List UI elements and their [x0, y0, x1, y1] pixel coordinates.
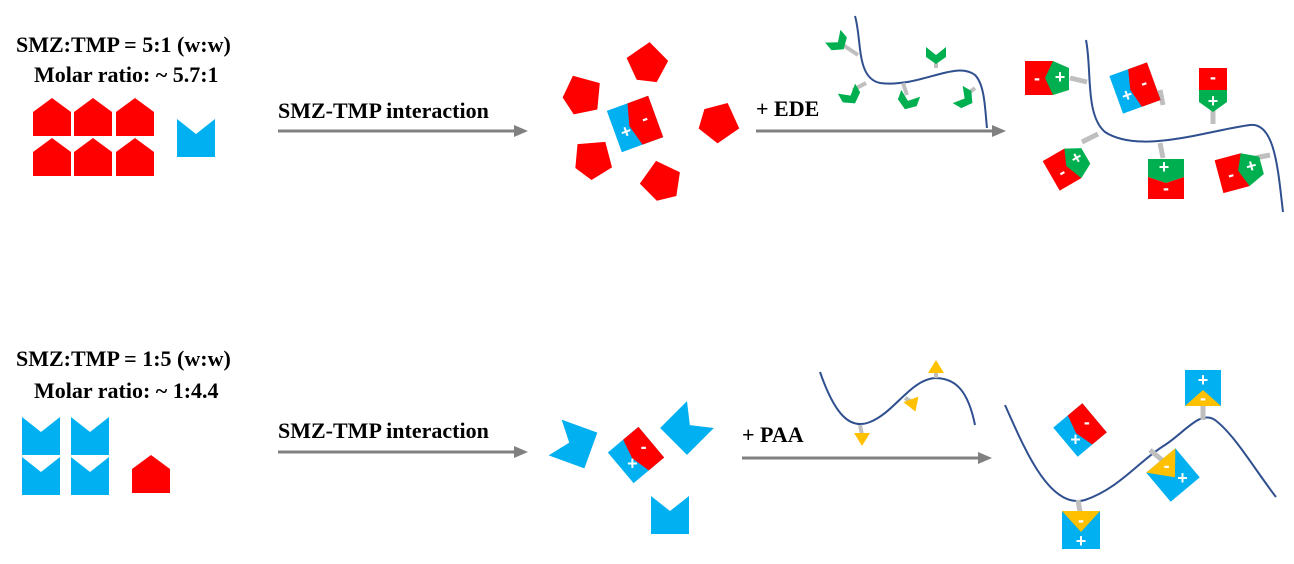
tmp-molecule — [22, 457, 60, 495]
smz-molecule — [695, 101, 742, 147]
plus-sign: + — [1177, 468, 1188, 488]
plus-sign: + — [1076, 531, 1087, 551]
minus-sign: - — [1034, 68, 1040, 88]
smz-ede-complex: - + — [1214, 153, 1264, 194]
tmp-molecule — [71, 417, 109, 455]
tmp-molecule — [548, 419, 598, 469]
bottom-ratio-ww: SMZ:TMP = 1:5 (w:w) — [16, 346, 231, 371]
arrow-head — [514, 125, 528, 137]
ede-polymer-chain — [1085, 39, 1284, 213]
smz-molecule — [33, 98, 71, 136]
tmp-molecule — [71, 457, 109, 495]
top-ratio-ww: SMZ:TMP = 5:1 (w:w) — [16, 32, 231, 57]
bottom-molar-ratio: Molar ratio: ~ 1:4.4 — [34, 378, 219, 403]
bottom-interaction-label: SMZ-TMP interaction — [278, 418, 489, 443]
minus-sign: - — [1163, 178, 1169, 198]
smz-ede-complex: - + — [1025, 61, 1069, 95]
smz-molecule — [33, 138, 71, 176]
minus-sign: - — [641, 437, 647, 457]
smz-tmp-complex: + - — [1109, 62, 1161, 114]
smz-tmp-complex: + - — [607, 426, 665, 484]
plus-sign: + — [1159, 157, 1170, 177]
arrow-head — [514, 446, 528, 458]
plus-sign: + — [1208, 91, 1219, 111]
plus-sign: + — [1070, 429, 1081, 449]
smz-ede-complex: + - — [1148, 157, 1184, 199]
tmp-paa-complex: + - — [1185, 370, 1221, 408]
plus-sign: + — [627, 454, 638, 474]
paa-polymer-chain — [819, 371, 976, 426]
bottom-polymer-label: + PAA — [742, 422, 804, 447]
smz-molecule — [116, 138, 154, 176]
smz-molecule — [74, 138, 112, 176]
smz-molecule — [132, 455, 170, 493]
smz-tmp-complex: + - — [1053, 403, 1107, 457]
smz-molecule — [556, 69, 610, 124]
smz-ede-complex: - + — [1042, 146, 1091, 191]
ede-group — [926, 47, 946, 64]
minus-sign: - — [1084, 412, 1090, 432]
plus-sign: + — [1244, 155, 1259, 177]
paa-group — [928, 360, 944, 373]
tmp-paa-complex: - + — [1062, 510, 1100, 551]
ede-group — [825, 29, 852, 56]
minus-sign: - — [1164, 455, 1170, 475]
smz-molecule — [571, 137, 617, 184]
tmp-molecule — [177, 119, 215, 157]
smz-molecule — [74, 98, 112, 136]
tmp-molecule — [651, 496, 689, 534]
paa-polymer-chain — [1004, 404, 1277, 503]
arrow-head — [978, 452, 992, 464]
smz-molecule — [116, 98, 154, 136]
smz-molecule — [624, 38, 674, 89]
paa-group — [854, 433, 870, 446]
smz-tmp-complex: + - — [606, 95, 664, 153]
minus-sign: - — [1078, 510, 1084, 530]
top-polymer-label: + EDE — [756, 96, 820, 121]
top-interaction-label: SMZ-TMP interaction — [278, 98, 489, 123]
ede-polymer-chain — [854, 15, 988, 129]
minus-sign: - — [1225, 164, 1236, 185]
smz-ede-complex: - + — [1199, 67, 1227, 112]
smz-molecule — [635, 153, 691, 209]
minus-sign: - — [1210, 67, 1216, 87]
tmp-molecule — [660, 401, 714, 455]
arrow-head — [992, 125, 1006, 137]
top-molar-ratio: Molar ratio: ~ 5.7:1 — [34, 62, 219, 87]
tmp-paa-complex: - + — [1146, 448, 1200, 502]
tmp-molecule — [22, 417, 60, 455]
plus-sign: + — [1055, 67, 1066, 87]
minus-sign: - — [1200, 388, 1206, 408]
plus-sign: + — [1198, 370, 1209, 390]
